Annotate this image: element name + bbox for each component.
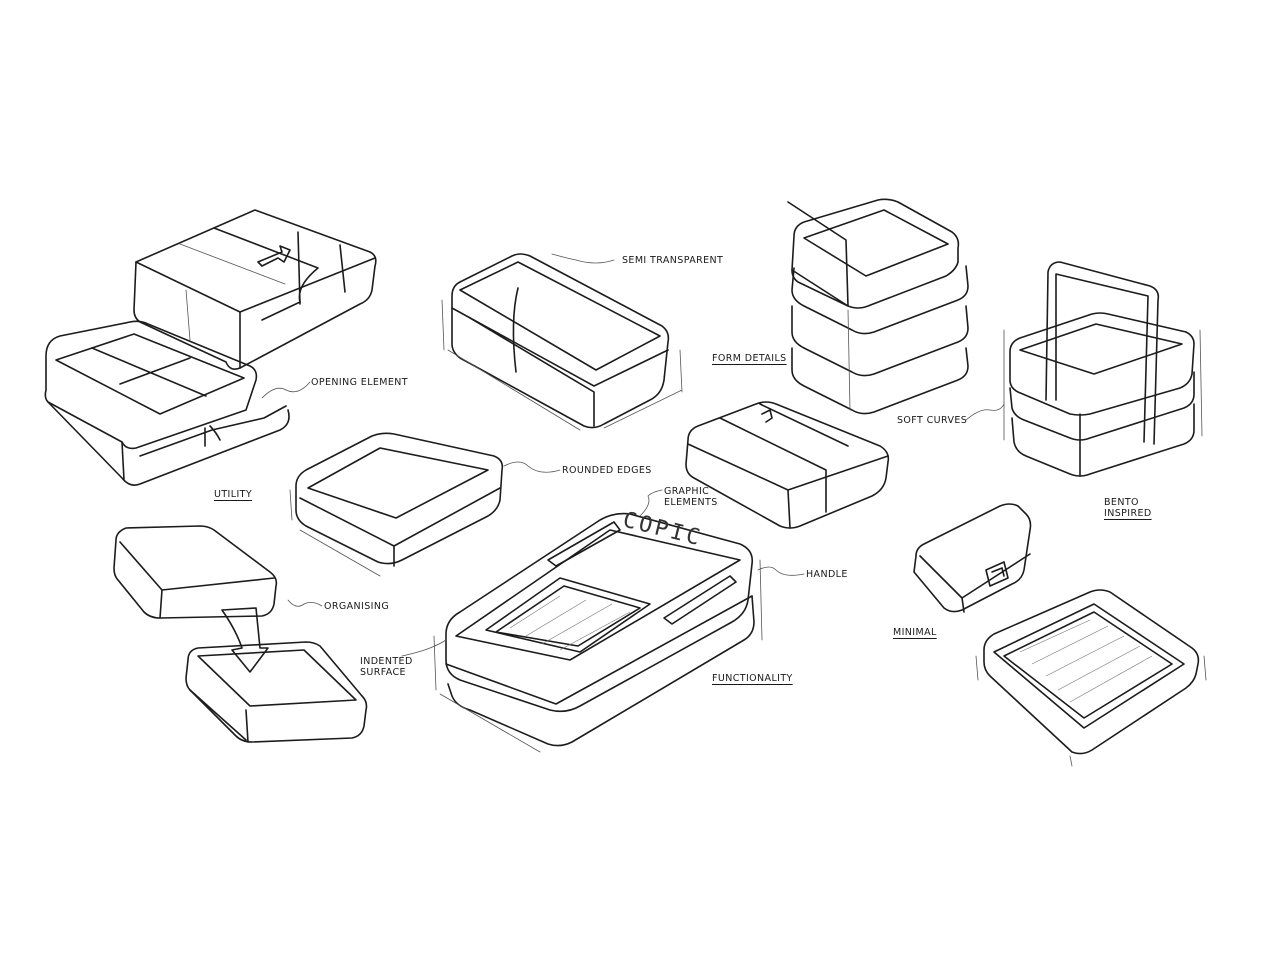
label-bento-inspired-2: INSPIRED [1104, 508, 1152, 519]
sketch-flat-tray [975, 589, 1207, 767]
label-graphic-elements-2: ELEMENTS [664, 497, 718, 508]
label-indented-surface-2: SURFACE [360, 667, 406, 678]
label-opening-element: OPENING ELEMENT [311, 377, 409, 388]
sketch-rounded-tray [289, 432, 504, 577]
sketch-bento-handle [1003, 261, 1203, 477]
label-handle: HANDLE [806, 569, 848, 580]
sketch-sleeve-lid [133, 209, 377, 370]
label-functionality: FUNCTIONALITY [712, 673, 793, 684]
sketch-minimal-box [913, 503, 1032, 613]
label-rounded-edges: ROUNDED EDGES [562, 465, 652, 476]
sketch-functionality-tray [433, 512, 763, 753]
label-bento-inspired-1: BENTO [1104, 497, 1139, 508]
label-soft-curves: SOFT CURVES [897, 415, 968, 426]
label-minimal: MINIMAL [893, 627, 937, 638]
label-utility: UTILITY [214, 489, 253, 500]
sketch-organising [113, 525, 368, 743]
sketch-stacked-trays [787, 198, 969, 415]
sketch-semi-transparent-box [441, 253, 683, 431]
annotation-arrows [261, 253, 1005, 657]
label-organising: ORGANISING [324, 601, 390, 612]
label-graphic-elements-1: GRAPHIC [664, 486, 710, 497]
label-semi-transparent: SEMI TRANSPARENT [622, 255, 724, 266]
sketch-banded-box [685, 401, 890, 529]
label-form-details: FORM DETAILS [712, 353, 787, 364]
label-indented-surface-1: INDENTED [360, 656, 413, 667]
sketch-open-tray [44, 320, 290, 486]
